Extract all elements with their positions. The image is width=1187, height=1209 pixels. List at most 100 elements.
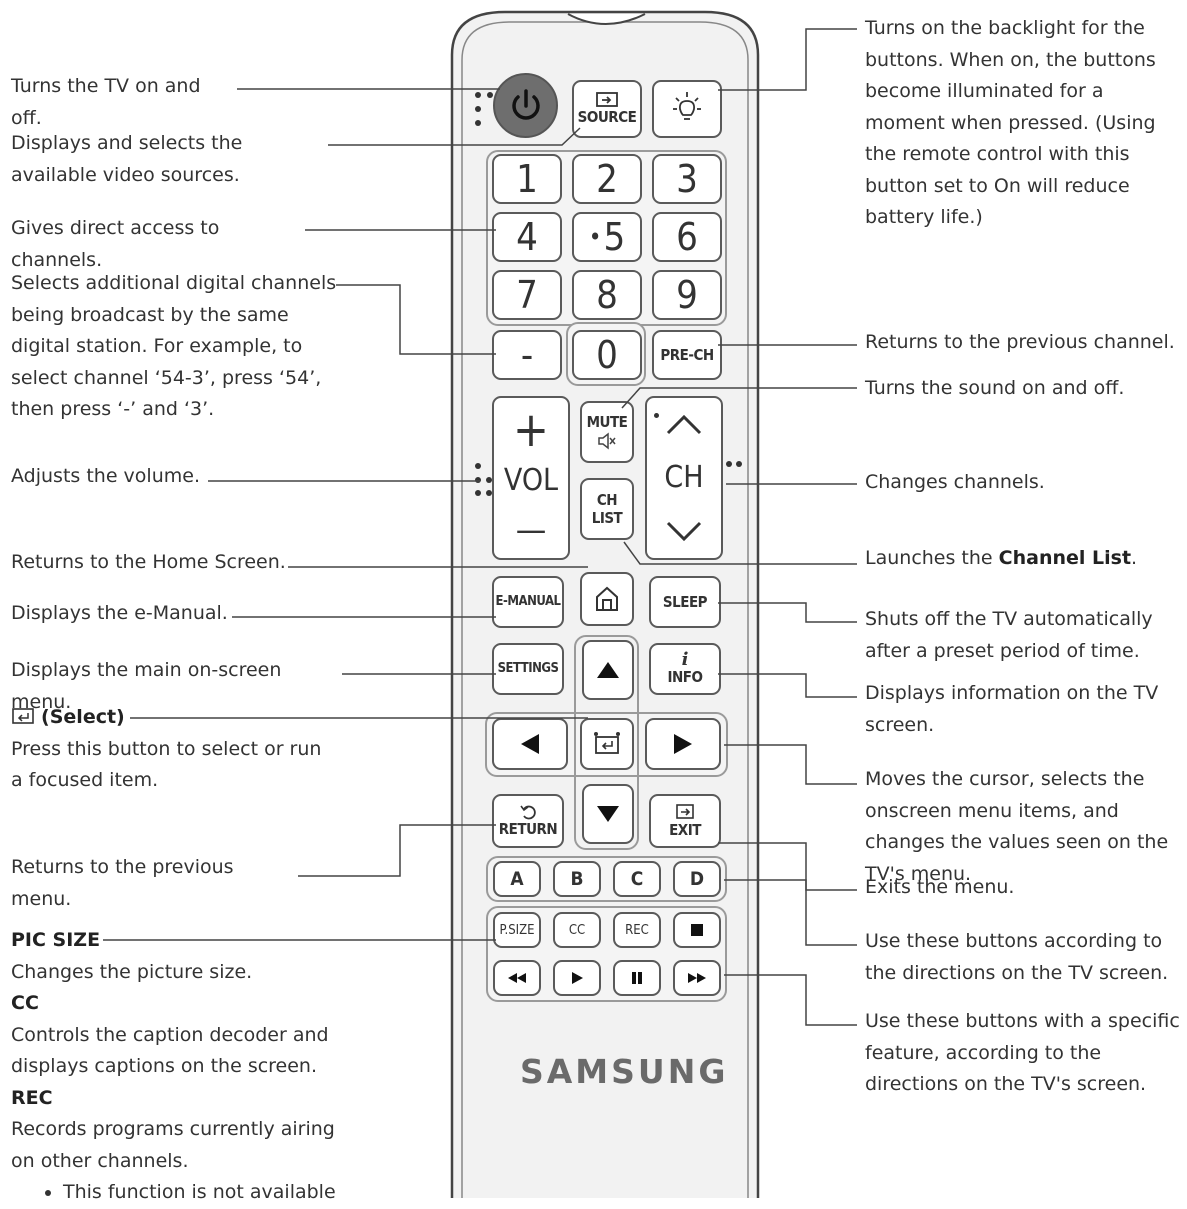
source-label: SOURCE (577, 108, 637, 126)
stop-button[interactable] (673, 912, 721, 948)
indicator-dot (486, 477, 492, 483)
mute-icon (598, 432, 616, 450)
select-button[interactable] (580, 718, 634, 770)
label-cc-title: CC (11, 988, 341, 1020)
rewind-button[interactable] (493, 960, 541, 996)
label-picsize-desc: Changes the picture size. (11, 960, 253, 983)
p-size-button[interactable]: P.SIZE (493, 912, 541, 948)
up-chevron-icon (666, 414, 702, 435)
color-key-d[interactable]: D (673, 861, 721, 897)
leader-mute (621, 387, 857, 409)
rec-title-text: REC (11, 1086, 53, 1109)
digit-0-button[interactable]: 0 (572, 330, 642, 380)
label-abcd: Use these buttons according to the direc… (865, 930, 1169, 984)
label-source: Displays and selects the available video… (11, 132, 243, 186)
label-picsize-title: PIC SIZE (11, 925, 341, 957)
indicator-dot (654, 413, 659, 418)
leader-abcd (724, 879, 857, 946)
up-arrow-icon (597, 662, 619, 678)
chlist-pre: Launches the (865, 547, 999, 569)
indicator-dot (486, 490, 492, 496)
cc-title-text: CC (11, 992, 39, 1014)
power-icon (511, 88, 540, 120)
digit-7-button[interactable]: 7 (492, 270, 562, 320)
left-button[interactable] (492, 718, 568, 770)
digit-5-button[interactable]: •5 (572, 212, 642, 262)
digit-9-button[interactable]: 9 (652, 270, 722, 320)
left-arrow-icon (521, 734, 539, 754)
exit-button[interactable]: EXIT (649, 794, 721, 848)
digit-3-button[interactable]: 3 (652, 154, 722, 204)
exit-label: EXIT (669, 821, 701, 839)
cc-button[interactable]: CC (553, 912, 601, 948)
pause-button[interactable] (613, 960, 661, 996)
pre-ch-button[interactable]: PRE-CH (652, 330, 722, 380)
digit-6-button[interactable]: 6 (652, 212, 722, 262)
home-button[interactable] (580, 572, 634, 626)
leader-info (718, 673, 857, 698)
ch-list-button[interactable]: CH LIST (580, 478, 634, 540)
leader-chlist (623, 541, 857, 565)
label-rec-desc: Records programs currently airing on oth… (11, 1118, 335, 1172)
e-manual-button[interactable]: E-MANUAL (492, 576, 564, 628)
label-power: Turns the TV on and off. (11, 75, 201, 129)
channel-rocker[interactable]: CH (645, 396, 723, 560)
label-dash: Selects additional digital channels bein… (11, 272, 337, 420)
color-key-a[interactable]: A (493, 861, 541, 897)
settings-button[interactable]: SETTINGS (492, 643, 564, 695)
digit-4-button[interactable]: 4 (492, 212, 562, 262)
label-select: (Select) Press this button to select or … (11, 702, 331, 797)
volume-rocker[interactable]: + VOL — (492, 396, 570, 560)
dash-button[interactable]: - (492, 330, 562, 380)
label-sleep: Shuts off the TV automatically after a p… (865, 608, 1153, 662)
color-key-b[interactable]: B (553, 861, 601, 897)
color-key-c[interactable]: C (613, 861, 661, 897)
label-cursor: Moves the cursor, selects the onscreen m… (865, 768, 1169, 885)
label-mute: Turns the sound on and off. (865, 377, 1125, 399)
play-button[interactable] (553, 960, 601, 996)
fast-forward-button[interactable] (673, 960, 721, 996)
tactile-dot: • (588, 223, 602, 251)
digit-8-button[interactable]: 8 (572, 270, 642, 320)
indicator-dot (475, 477, 481, 483)
digit-2-button[interactable]: 2 (572, 154, 642, 204)
right-arrow-icon (674, 734, 692, 754)
down-button[interactable] (582, 784, 634, 844)
indicator-dot (475, 463, 481, 469)
leader-backlight (718, 28, 857, 91)
indicator-dot (475, 490, 481, 496)
digit-1-button[interactable]: 1 (492, 154, 562, 204)
return-icon (520, 805, 536, 820)
power-button[interactable] (493, 73, 558, 138)
label-exit: Exits the menu. (865, 876, 1015, 898)
indicator-dot (736, 461, 742, 467)
label-cc-desc: Controls the caption decoder and display… (11, 1023, 329, 1078)
indicator-dot (475, 120, 481, 126)
picsize-title-text: PIC SIZE (11, 929, 101, 951)
backlight-button[interactable] (652, 80, 722, 138)
source-button[interactable]: SOURCE (572, 80, 642, 138)
ch-list-label-1: CH (596, 491, 618, 509)
up-button[interactable] (582, 640, 634, 700)
select-icon (12, 708, 34, 724)
chlist-bold: Channel List (998, 547, 1132, 569)
rec-button[interactable]: REC (613, 912, 661, 948)
sleep-button[interactable]: SLEEP (649, 576, 721, 628)
label-numbers: Gives direct access to channels. (11, 217, 220, 271)
backlight-icon (673, 92, 701, 120)
volume-down-label: — (515, 510, 547, 550)
label-backlight: Turns on the backlight for the buttons. … (865, 17, 1156, 228)
return-button[interactable]: RETURN (492, 794, 564, 848)
right-button[interactable] (645, 718, 721, 770)
chlist-post: . (1131, 547, 1138, 569)
samsung-logo: SAMSUNG (520, 1052, 729, 1091)
leader-return (298, 824, 496, 877)
label-prech: Returns to the previous channel. (865, 331, 1175, 353)
label-select-desc: Press this button to select or run a foc… (11, 737, 322, 792)
info-button[interactable]: i INFO (649, 643, 721, 695)
label-volume: Adjusts the volume. (11, 465, 200, 487)
volume-label: VOL (503, 463, 559, 498)
label-media-left: PIC SIZE Changes the picture size. CC Co… (11, 925, 341, 1209)
mute-button[interactable]: MUTE (580, 401, 634, 463)
